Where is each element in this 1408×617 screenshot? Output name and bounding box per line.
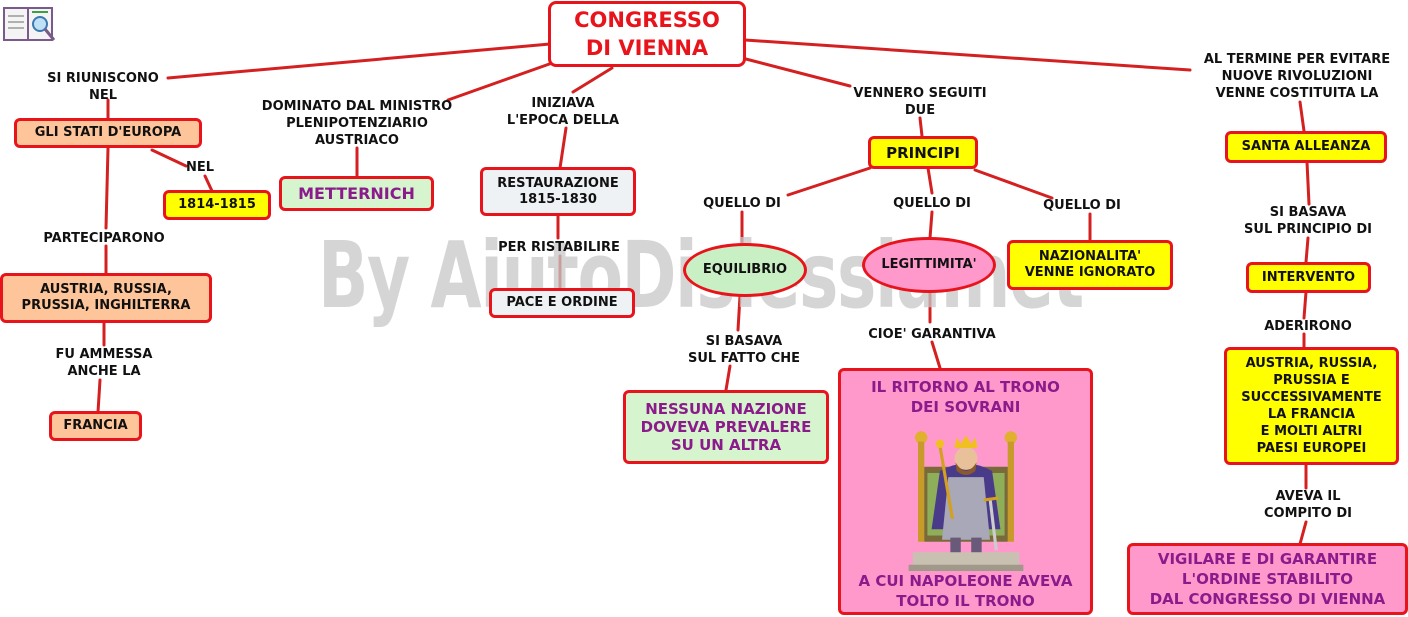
label-nel: NEL	[185, 160, 215, 175]
king-on-throne-icon	[908, 431, 1024, 571]
book-icon	[3, 7, 56, 41]
stati-europa-box: GLI STATI D'EUROPA	[14, 118, 202, 148]
label-quello-di-2: QUELLO DI	[893, 196, 971, 211]
nessuna-nazione-box: NESSUNA NAZIONE DOVEVA PREVALERE SU UN A…	[623, 390, 829, 464]
label-quello-di-1: QUELLO DI	[703, 196, 781, 211]
label-compito: AVEVA IL COMPITO DI	[1264, 489, 1352, 521]
intervento-box: INTERVENTO	[1246, 262, 1371, 293]
label-aderirono: ADERIRONO	[1264, 319, 1352, 334]
metternich-box: METTERNICH	[279, 176, 434, 211]
vigilare-box: VIGILARE E DI GARANTIRE L'ORDINE STABILI…	[1127, 543, 1408, 615]
label-fu-ammessa: FU AMMESSA ANCHE LA	[55, 347, 153, 379]
legittimita-oval: LEGITTIMITA'	[862, 237, 996, 293]
paesi-box: AUSTRIA, RUSSIA, PRUSSIA, INGHILTERRA	[0, 273, 212, 323]
title-box: CONGRESSO DI VIENNA	[548, 1, 746, 67]
santa-alleanza-box: SANTA ALLEANZA	[1225, 131, 1387, 163]
principi-box: PRINCIPI	[868, 136, 978, 169]
label-si-basava: SI BASAVA SUL FATTO CHE	[687, 334, 801, 366]
membri-box: AUSTRIA, RUSSIA, PRUSSIA E SUCCESSIVAMEN…	[1224, 347, 1399, 465]
ritorno-trono-bottom: A CUI NAPOLEONE AVEVA TOLTO IL TRONO	[858, 572, 1073, 610]
nazionalita-box: NAZIONALITA' VENNE IGNORATO	[1007, 240, 1173, 290]
restaurazione-box: RESTAURAZIONE 1815-1830	[480, 167, 636, 216]
equilibrio-oval: EQUILIBRIO	[683, 243, 807, 297]
pace-ordine-box: PACE E ORDINE	[489, 288, 635, 318]
label-vennero-seguiti: VENNERO SEGUITI DUE	[853, 86, 987, 118]
label-al-termine: AL TERMINE PER EVITARE NUOVE RIVOLUZIONI…	[1203, 52, 1391, 101]
label-parteciparono: PARTECIPARONO	[43, 231, 165, 246]
label-iniziava: INIZIAVA L'EPOCA DELLA	[506, 96, 620, 128]
label-per-ristabilire: PER RISTABILIRE	[498, 240, 620, 255]
label-cioe-garantiva: CIOE' GARANTIVA	[868, 327, 996, 342]
ritorno-trono-top: IL RITORNO AL TRONO DEI SOVRANI	[871, 378, 1060, 416]
label-dominato: DOMINATO DAL MINISTRO PLENIPOTENZIARIO A…	[261, 99, 453, 148]
francia-box: FRANCIA	[49, 411, 142, 441]
ritorno-trono-box: IL RITORNO AL TRONO DEI SOVRANI A CUI NA…	[838, 368, 1093, 615]
label-si-riuniscono: SI RIUNISCONO NEL	[47, 71, 159, 103]
anni-box: 1814-1815	[163, 190, 271, 220]
label-quello-di-3: QUELLO DI	[1043, 198, 1121, 213]
label-sul-principio: SI BASAVA SUL PRINCIPIO DI	[1244, 205, 1372, 237]
